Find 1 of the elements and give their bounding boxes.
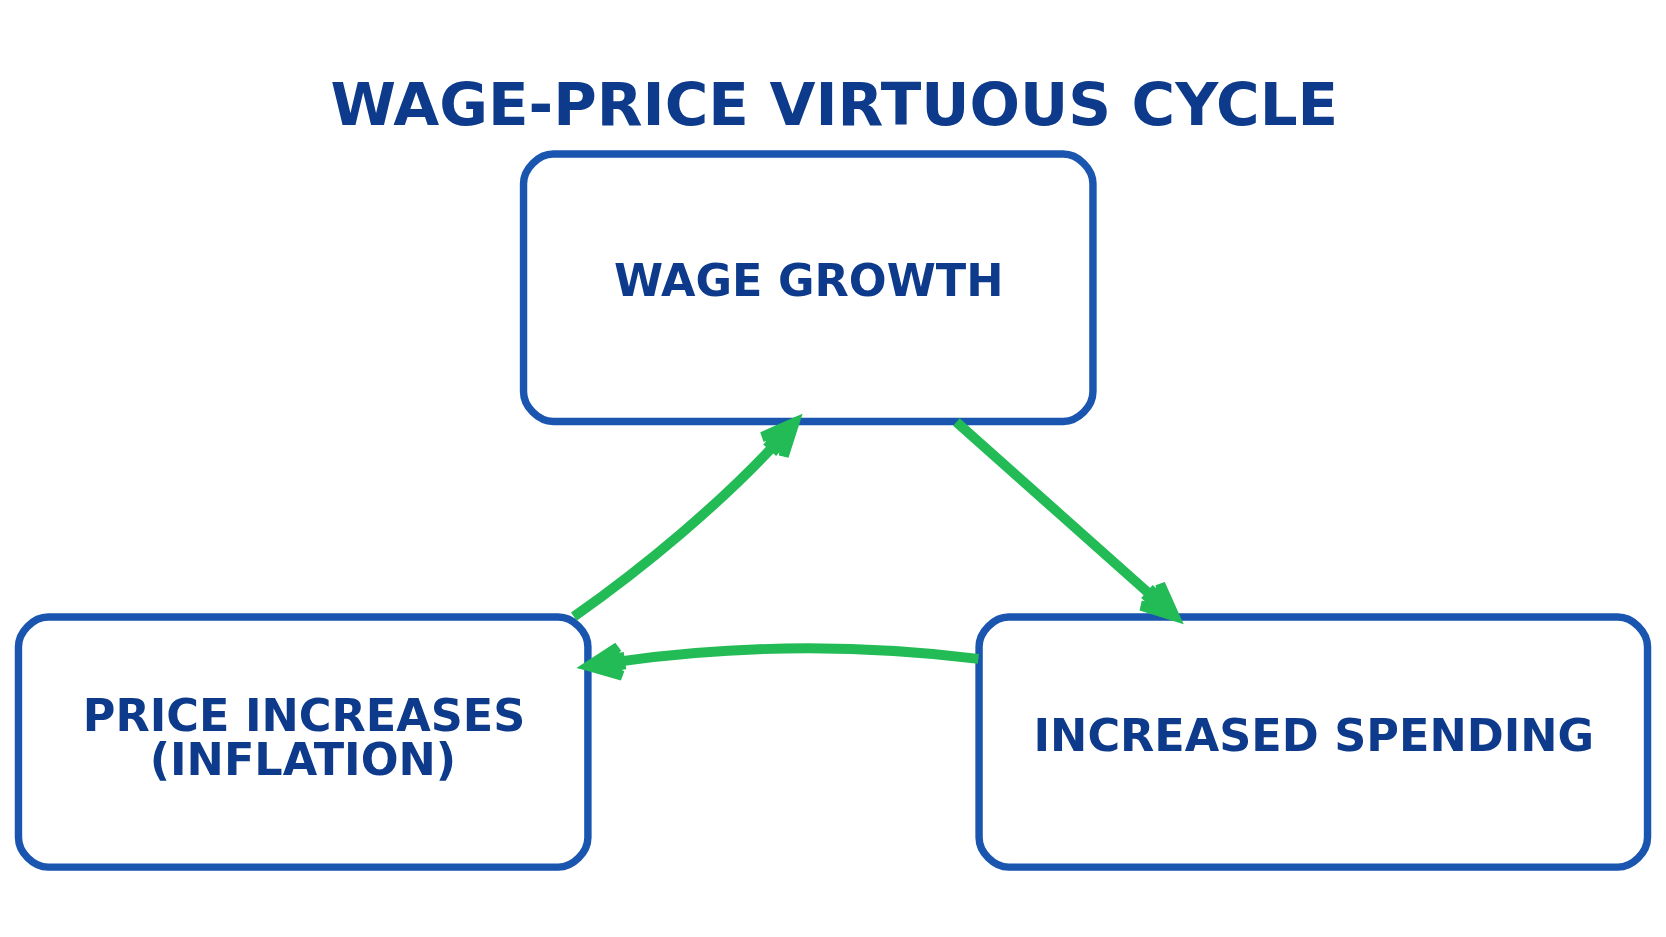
diagram-title: WAGE-PRICE VIRTUOUS CYCLE [330, 69, 1339, 139]
